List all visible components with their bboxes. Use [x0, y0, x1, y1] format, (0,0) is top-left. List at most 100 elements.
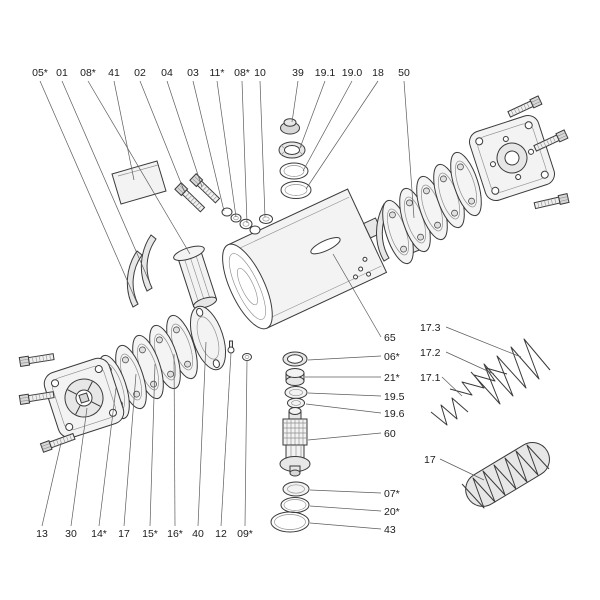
hex-bolt — [506, 95, 543, 119]
coil-springs — [430, 338, 551, 509]
spring-outer — [470, 338, 551, 405]
leader-line — [302, 80, 353, 172]
seal-ring — [279, 162, 309, 180]
hex-bolt — [39, 431, 76, 453]
part-label: 19.5 — [384, 391, 405, 403]
washer-19-5 — [284, 386, 308, 399]
leader-line — [445, 351, 495, 375]
part-label: 14* — [91, 528, 107, 540]
part-label: 65 — [384, 332, 396, 344]
leader-line — [192, 80, 225, 212]
leader-line — [309, 522, 382, 530]
part-label: 05* — [32, 67, 48, 79]
part-label: 08* — [80, 67, 96, 79]
actuator-body — [222, 188, 388, 330]
hex-bolt — [533, 193, 570, 211]
spring-middle — [449, 367, 508, 396]
leader-line — [291, 80, 299, 123]
part-label: 60 — [384, 428, 396, 440]
part-label: 16* — [167, 528, 183, 540]
leader-line — [439, 458, 485, 481]
snap-ring — [270, 511, 310, 533]
leader-line — [139, 80, 186, 194]
part-label: 01 — [56, 67, 68, 79]
washer-cluster — [221, 207, 273, 235]
part-label: 41 — [108, 67, 120, 79]
leader-line — [123, 373, 137, 527]
part-label: 17.1 — [420, 372, 441, 384]
top-left-bolts — [174, 173, 222, 214]
leader-line — [307, 355, 382, 361]
leader-line — [61, 80, 150, 282]
washer-19-6 — [287, 397, 305, 409]
leader-line — [197, 341, 207, 527]
part-label: 17.3 — [420, 322, 441, 334]
right-end-cap — [468, 114, 556, 202]
part-label: 10 — [254, 67, 266, 79]
body-flange-ring — [189, 305, 227, 371]
leader-line — [87, 80, 191, 255]
part-label: 50 — [398, 67, 410, 79]
leader-line — [149, 363, 156, 527]
part-label: 43 — [384, 524, 396, 536]
nameplate — [111, 160, 167, 205]
part-label: 30 — [65, 528, 77, 540]
leader-line — [309, 505, 382, 512]
top-seal-stack — [278, 118, 312, 199]
thrust-washer — [282, 481, 310, 497]
leader-line — [70, 407, 88, 527]
hex-bolt — [18, 389, 55, 405]
part-label: 20* — [384, 506, 400, 518]
leader-line — [220, 352, 232, 527]
part-label: 04 — [161, 67, 173, 79]
part-label: 07* — [384, 488, 400, 500]
right-spring-cartridge — [375, 148, 489, 268]
leader-line — [173, 353, 176, 527]
leader-line — [305, 403, 382, 414]
part-label: 40 — [192, 528, 204, 540]
part-label: 18 — [372, 67, 384, 79]
spring-single — [461, 444, 550, 509]
part-label: 02 — [134, 67, 146, 79]
part-label: 21* — [384, 372, 400, 384]
left-end-cap — [43, 357, 125, 439]
stroke-limit-strips — [126, 234, 157, 308]
leader-line — [307, 432, 382, 441]
leader-line — [299, 80, 326, 149]
part-label: 13 — [36, 528, 48, 540]
spring-inner — [430, 397, 469, 426]
part-label: 09* — [237, 528, 253, 540]
leader-line — [113, 80, 135, 181]
leader-line — [41, 442, 62, 527]
pinion-assembly — [270, 351, 311, 533]
leader-line — [445, 326, 522, 358]
part-label: 39 — [292, 67, 304, 79]
stem-tube — [173, 245, 218, 309]
small-screw-washer — [227, 340, 252, 361]
cam — [285, 368, 305, 378]
part-label: 15* — [142, 528, 158, 540]
part-label: 08* — [234, 67, 250, 79]
leader-line — [39, 80, 138, 304]
leader-line — [259, 80, 266, 218]
part-label: 12 — [215, 528, 227, 540]
leader-line — [441, 376, 463, 397]
leader-line — [244, 359, 248, 527]
leader-line — [307, 392, 382, 397]
position-indicator-slot — [310, 237, 341, 255]
part-label: 11* — [210, 67, 225, 79]
hex-bolt — [18, 351, 55, 367]
part-label: 17 — [118, 528, 130, 540]
leader-line — [332, 253, 382, 338]
part-label: 17 — [424, 454, 436, 466]
leader-line — [309, 489, 382, 494]
leader-line — [403, 80, 415, 219]
leader-line — [241, 80, 248, 224]
leader-line — [305, 80, 379, 190]
part-label: 06* — [384, 351, 400, 363]
o-ring — [280, 181, 312, 199]
leader-line — [216, 80, 237, 218]
callouts: 05* 01 08* 41 02 04 03 11* 08* 10 39 19.… — [32, 67, 522, 540]
